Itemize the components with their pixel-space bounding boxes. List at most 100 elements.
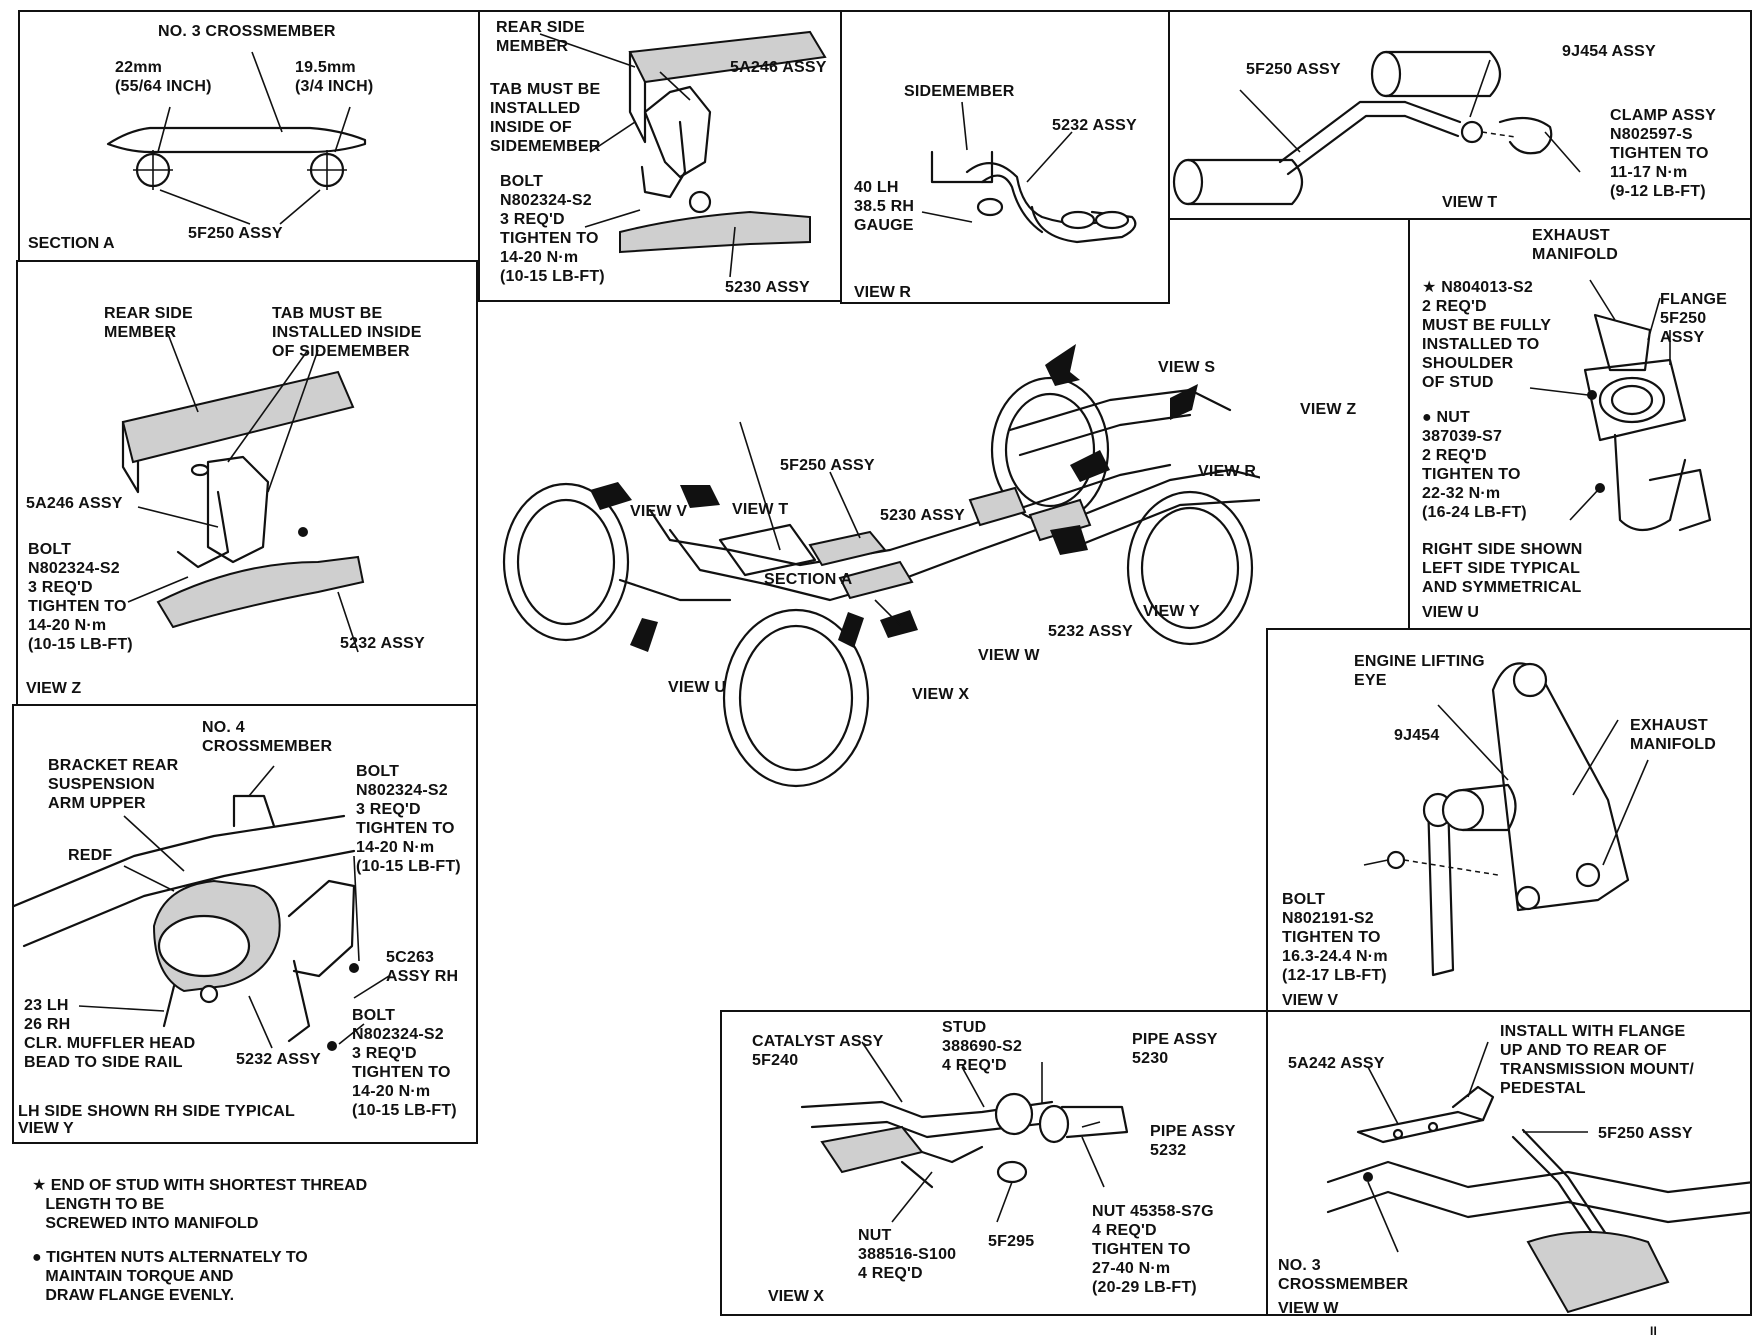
view-u-side-note: RIGHT SIDE SHOWN LEFT SIDE TYPICAL AND S… — [1422, 541, 1583, 596]
view-r-sidemember: SIDEMEMBER — [904, 83, 1015, 100]
arrow-view-t — [680, 485, 720, 508]
panel-top-mid: REAR SIDE MEMBER TAB MUST BE INSTALLED I… — [478, 10, 842, 302]
view-y-view-title: VIEW Y — [18, 1120, 74, 1137]
top-mid-part-5230: 5230 ASSY — [725, 279, 810, 296]
top-mid-part-5a246: 5A246 ASSY — [730, 59, 827, 76]
section-a-drawing — [106, 51, 367, 225]
view-v-exhaust-manifold: EXHAUST MANIFOLD — [1630, 717, 1717, 753]
view-u-nut: ● NUT 387039-S7 2 REQ'D TIGHTEN TO 22-32… — [1422, 409, 1527, 521]
lifting-eye — [1512, 662, 1548, 698]
main-view-s: VIEW S — [1158, 359, 1216, 376]
panel-view-t: 5F250 ASSY 9J454 ASSY CLAMP ASSY N802597… — [1168, 10, 1752, 220]
view-r-gauge: 40 LH 38.5 RH GAUGE — [854, 179, 915, 234]
section-a-part: 5F250 ASSY — [188, 225, 283, 242]
main-view-u: VIEW U — [668, 679, 727, 696]
section-a-dim-left: 22mm (55/64 INCH) — [115, 59, 212, 95]
top-mid-bolt: BOLT N802324-S2 3 REQ'D TIGHTEN TO 14-20… — [500, 173, 605, 285]
section-a-title: NO. 3 CROSSMEMBER — [158, 23, 336, 40]
panel-section-a: NO. 3 CROSSMEMBER 22mm (55/64 INCH) 19.5… — [18, 10, 480, 262]
view-z-bolt: BOLT N802324-S2 3 REQ'D TIGHTEN TO 14-20… — [28, 541, 133, 653]
muffler-left — [968, 486, 1027, 527]
main-view-x: VIEW X — [912, 686, 970, 703]
view-y-part-5c263: 5C263 ASSY RH — [386, 949, 459, 985]
view-x-pipe-5232: PIPE ASSY 5232 — [1150, 1123, 1236, 1159]
main-view-y: VIEW Y — [1143, 603, 1200, 620]
view-w-drawing — [1326, 1041, 1750, 1314]
section-a-dim-right: 19.5mm (3/4 INCH) — [295, 59, 374, 95]
panel-view-z: REAR SIDE MEMBER TAB MUST BE INSTALLED I… — [16, 260, 478, 706]
main-view-v: VIEW V — [630, 503, 688, 520]
catalyst-left — [808, 530, 887, 567]
view-v-view-title: VIEW V — [1282, 992, 1339, 1009]
view-x-nut-left: NUT 388516-S100 4 REQ'D — [858, 1227, 957, 1282]
view-y-clearance: 23 LH 26 RH CLR. MUFFLER HEAD BEAD TO SI… — [24, 997, 196, 1071]
view-t-clamp: CLAMP ASSY N802597-S TIGHTEN TO 11-17 N·… — [1610, 107, 1717, 200]
view-u-view-title: VIEW U — [1422, 604, 1479, 621]
view-y-part-5232: 5232 ASSY — [236, 1051, 321, 1068]
panel-view-x: CATALYST ASSY 5F240 STUD 388690-S2 4 REQ… — [720, 1010, 1268, 1316]
catalyst-right — [838, 560, 914, 600]
top-mid-rear-side-member: REAR SIDE MEMBER — [496, 19, 585, 55]
view-t-part-5f250: 5F250 ASSY — [1246, 61, 1341, 78]
view-z-part-5232: 5232 ASSY — [340, 635, 425, 652]
main-part-5232: 5232 ASSY — [1048, 623, 1133, 640]
view-x-catalyst: CATALYST ASSY 5F240 — [752, 1033, 884, 1069]
view-z-rear-side-member: REAR SIDE MEMBER — [104, 305, 193, 341]
view-v-part-9j454: 9J454 — [1394, 727, 1440, 744]
view-y-crossmember: NO. 4 CROSSMEMBER — [202, 719, 333, 755]
view-y-side-note: LH SIDE SHOWN RH SIDE TYPICAL — [18, 1103, 295, 1120]
view-w-part-5f250: 5F250 ASSY — [1598, 1125, 1693, 1142]
top-mid-tab-note: TAB MUST BE INSTALLED INSIDE OF SIDEMEMB… — [490, 81, 601, 155]
view-y-bracket: BRACKET REAR SUSPENSION ARM UPPER — [48, 757, 179, 812]
arrow-view-s — [1045, 344, 1080, 386]
main-drawing — [502, 344, 1272, 788]
view-u-drawing — [1529, 279, 1712, 532]
view-y-bolt-bottom: BOLT N802324-S2 3 REQ'D TIGHTEN TO 14-20… — [352, 1007, 457, 1119]
panel-view-u: EXHAUST MANIFOLD ★ N804013-S2 2 REQ'D MU… — [1408, 218, 1752, 630]
main-section-a: SECTION A — [764, 571, 853, 588]
view-z-drawing — [121, 333, 365, 653]
view-x-view-title: VIEW X — [768, 1288, 825, 1305]
view-x-stud: STUD 388690-S2 4 REQ'D — [942, 1019, 1023, 1074]
view-u-flange: FLANGE 5F250 ASSY — [1660, 291, 1727, 346]
view-t-part-9j454: 9J454 ASSY — [1562, 43, 1656, 60]
view-z-view-title: VIEW Z — [26, 680, 82, 697]
view-v-lifting-eye: ENGINE LIFTING EYE — [1354, 653, 1485, 689]
arrow-view-u — [630, 618, 658, 652]
view-z-part-5a246: 5A246 ASSY — [26, 495, 123, 512]
view-u-exhaust-manifold: EXHAUST MANIFOLD — [1532, 227, 1619, 263]
arrow-view-y — [1050, 525, 1088, 555]
view-t-drawing — [1172, 50, 1581, 206]
view-x-pipe-5230: PIPE ASSY 5230 — [1132, 1031, 1218, 1067]
arrow-view-v — [590, 482, 632, 510]
view-x-drawing — [800, 1041, 1129, 1223]
view-w-crossmember: NO. 3 CROSSMEMBER — [1278, 1257, 1409, 1293]
arrow-view-r — [1070, 450, 1110, 482]
view-v-drawing — [1363, 662, 1649, 977]
note-dot: ● TIGHTEN NUTS ALTERNATELY TO MAINTAIN T… — [32, 1249, 308, 1304]
view-r-view-title: VIEW R — [854, 284, 911, 301]
arrow-view-x — [838, 612, 864, 648]
view-x-part-5f295: 5F295 — [988, 1233, 1035, 1250]
panel-view-w: 5A242 ASSY INSTALL WITH FLANGE UP AND TO… — [1266, 1010, 1752, 1316]
view-w-part-5a242: 5A242 ASSY — [1288, 1055, 1385, 1072]
view-r-part-5232: 5232 ASSY — [1052, 117, 1137, 134]
note-star: ★ END OF STUD WITH SHORTEST THREAD LENGT… — [32, 1177, 368, 1232]
page-mark: II — [1650, 1324, 1658, 1338]
main-view-r: VIEW R — [1198, 463, 1257, 480]
view-r-drawing — [921, 101, 1137, 244]
view-y-drawing — [14, 765, 390, 1051]
panel-view-y: NO. 4 CROSSMEMBER BRACKET REAR SUSPENSIO… — [12, 704, 478, 1144]
panel-view-v: ENGINE LIFTING EYE 9J454 EXHAUST MANIFOL… — [1266, 628, 1752, 1012]
main-part-5230: 5230 ASSY — [880, 507, 965, 524]
view-z-tab-note: TAB MUST BE INSTALLED INSIDE OF SIDEMEMB… — [272, 305, 422, 360]
view-w-view-title: VIEW W — [1278, 1300, 1339, 1316]
view-t-view-title: VIEW T — [1442, 194, 1498, 211]
panel-view-r: SIDEMEMBER 5232 ASSY 40 LH 38.5 RH GAUGE… — [840, 10, 1170, 304]
view-u-stud-note: ★ N804013-S2 2 REQ'D MUST BE FULLY INSTA… — [1422, 279, 1552, 391]
view-x-nut-right: NUT 45358-S7G 4 REQ'D TIGHTEN TO 27-40 N… — [1092, 1203, 1214, 1296]
view-y-bolt-top: BOLT N802324-S2 3 REQ'D TIGHTEN TO 14-20… — [356, 763, 461, 875]
top-mid-drawing — [539, 30, 827, 278]
arrow-view-z — [1170, 384, 1198, 420]
main-view-t: VIEW T — [732, 501, 789, 518]
